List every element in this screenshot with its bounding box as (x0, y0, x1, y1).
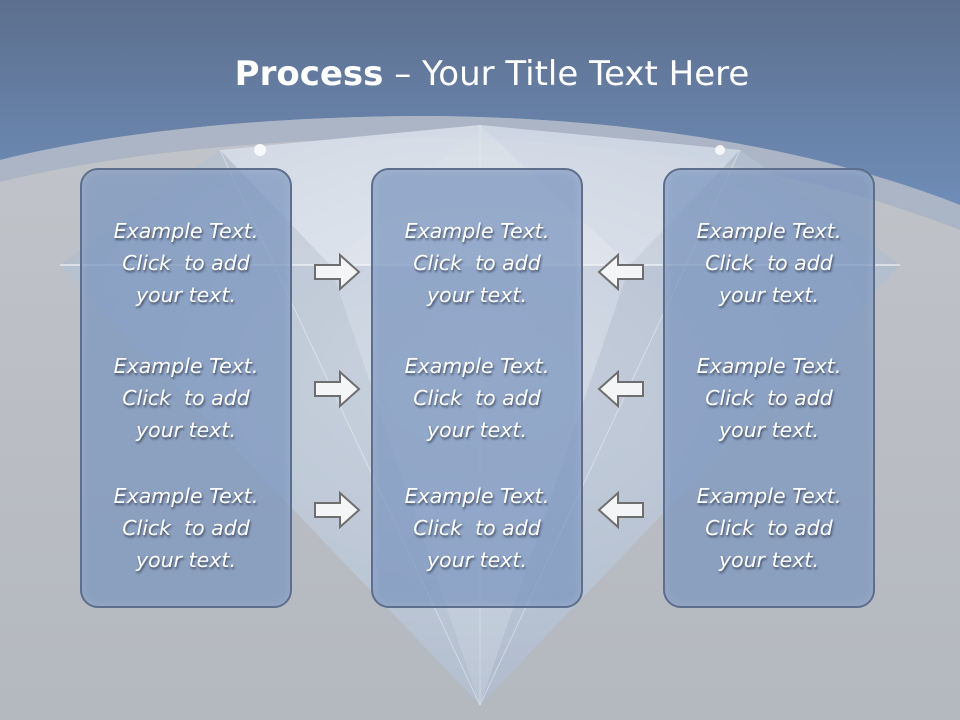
text-line: Example Text. (404, 219, 550, 243)
arrow-right-icon[interactable] (312, 369, 362, 409)
text-line: Click to add (705, 516, 833, 540)
text-line: your text. (427, 548, 527, 572)
arrow-left-icon[interactable] (596, 369, 646, 409)
text-placeholder[interactable]: Example Text. Click to add your text. (665, 350, 873, 446)
text-placeholder[interactable]: Example Text. Click to add your text. (665, 215, 873, 311)
text-line: Click to add (122, 386, 250, 410)
text-line: Example Text. (113, 219, 259, 243)
slide-title[interactable]: Process – Your Title Text Here (0, 52, 960, 96)
text-line: Click to add (705, 251, 833, 275)
arrow-right-icon[interactable] (312, 252, 362, 292)
arrow-left-icon[interactable] (596, 490, 646, 530)
text-line: Example Text. (113, 354, 259, 378)
arrow-right-icon[interactable] (312, 490, 362, 530)
text-placeholder[interactable]: Example Text. Click to add your text. (82, 480, 290, 576)
text-line: Click to add (413, 386, 541, 410)
text-line: your text. (136, 548, 236, 572)
text-line: Click to add (413, 251, 541, 275)
text-line: Click to add (122, 516, 250, 540)
text-line: Example Text. (404, 484, 550, 508)
text-line: your text. (136, 418, 236, 442)
process-box-center[interactable]: Example Text. Click to add your text. Ex… (371, 168, 583, 608)
title-dash: – (383, 54, 423, 94)
process-box-right[interactable]: Example Text. Click to add your text. Ex… (663, 168, 875, 608)
text-line: Example Text. (696, 484, 842, 508)
text-line: your text. (719, 418, 819, 442)
text-line: your text. (719, 283, 819, 307)
text-line: your text. (427, 283, 527, 307)
text-line: Example Text. (113, 484, 259, 508)
text-placeholder[interactable]: Example Text. Click to add your text. (665, 480, 873, 576)
text-line: Click to add (705, 386, 833, 410)
title-text: Your Title Text Here (422, 54, 750, 94)
text-line: your text. (719, 548, 819, 572)
text-line: Click to add (122, 251, 250, 275)
text-placeholder[interactable]: Example Text. Click to add your text. (373, 480, 581, 576)
text-line: Click to add (413, 516, 541, 540)
text-line: Example Text. (404, 354, 550, 378)
process-box-left[interactable]: Example Text. Click to add your text. Ex… (80, 168, 292, 608)
text-placeholder[interactable]: Example Text. Click to add your text. (82, 215, 290, 311)
text-placeholder[interactable]: Example Text. Click to add your text. (373, 215, 581, 311)
text-line: Example Text. (696, 219, 842, 243)
text-line: your text. (136, 283, 236, 307)
title-bold-text: Process (234, 54, 384, 94)
text-line: Example Text. (696, 354, 842, 378)
text-placeholder[interactable]: Example Text. Click to add your text. (82, 350, 290, 446)
text-line: your text. (427, 418, 527, 442)
text-placeholder[interactable]: Example Text. Click to add your text. (373, 350, 581, 446)
arrow-left-icon[interactable] (596, 252, 646, 292)
